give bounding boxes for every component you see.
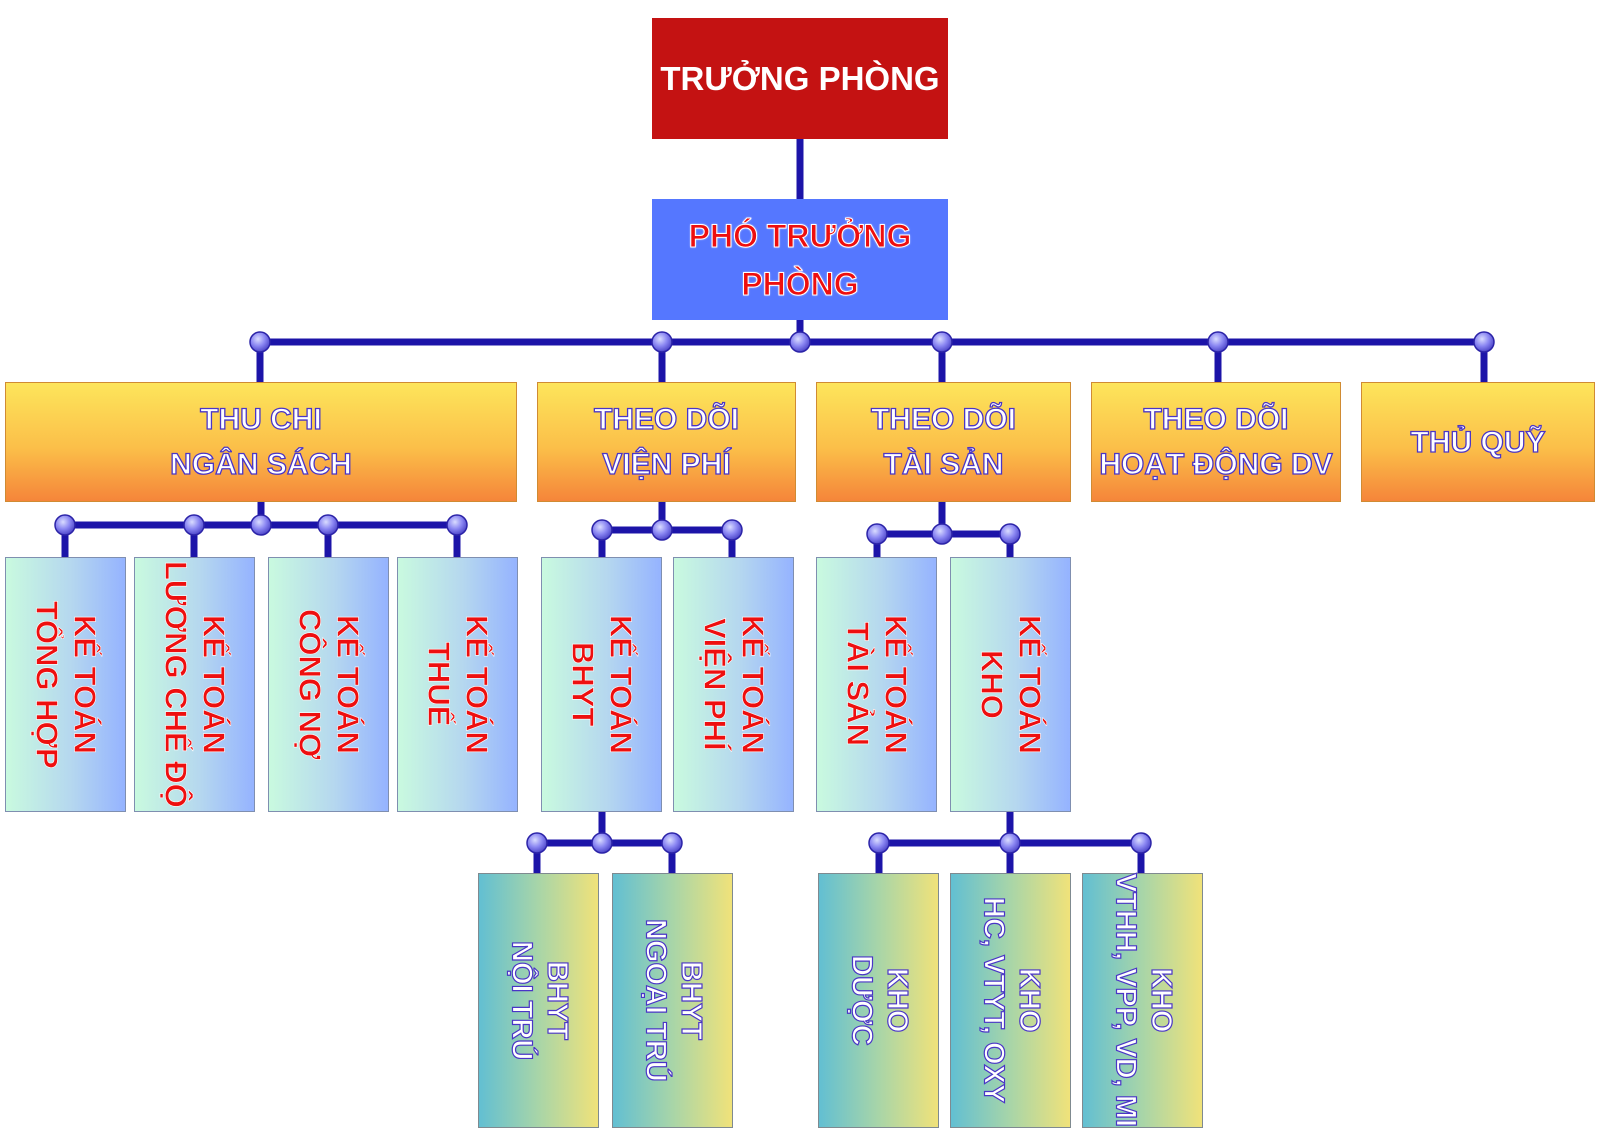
group-box-vien-phi: THEO DÕI VIỆN PHÍ [537, 382, 796, 502]
leaf-label-line2: NGOẠI TRÚ [639, 919, 672, 1083]
connector-node [789, 331, 811, 353]
head-label: TRƯỞNG PHÒNG [660, 59, 940, 97]
unit-box-bhyt: KẾ TOÁN BHYT [541, 557, 662, 812]
connector-node [1130, 832, 1152, 854]
connector-node [651, 331, 673, 353]
connector-node [54, 514, 76, 536]
leaf-box-noi-tru: BHYT NỘI TRÚ [478, 873, 599, 1128]
connector-node [999, 832, 1021, 854]
connector-node [526, 832, 548, 854]
unit-label-line1: KẾ TOÁN [459, 615, 495, 755]
connector-node [249, 331, 271, 353]
group-label-line2: TÀI SẢN [883, 447, 1004, 481]
leaf-label-line2: VTHH, VPP, VD, MI [1109, 873, 1142, 1128]
connector-node [317, 514, 339, 536]
leaf-label-line2: NỘI TRÚ [505, 940, 538, 1061]
group-box-thu-chi: THU CHI NGÂN SÁCH [5, 382, 517, 502]
group-label-line2: VIỆN PHÍ [602, 447, 732, 481]
connector-node [868, 832, 890, 854]
unit-label-line2: THUẾ [421, 642, 457, 727]
leaf-label-line2: DƯỢC [845, 955, 878, 1047]
unit-label-line2: TÀI SẢN [840, 622, 876, 747]
connector-node [1473, 331, 1495, 353]
unit-label-line2: BHYT [565, 642, 601, 727]
connector-node [866, 523, 888, 545]
connector-node [591, 519, 613, 541]
group-label-line2: HOẠT ĐỘNG DV [1099, 447, 1334, 481]
deputy-label-line1: PHÓ TRƯỞNG [688, 217, 912, 254]
group-label-line1: THEO DÕI [1143, 402, 1289, 436]
unit-box-luong-che-do: KẾ TOÁN LƯƠNG CHẾ ĐỘ [134, 557, 255, 812]
group-label-line1: THEO DÕI [870, 402, 1016, 436]
connector-node [661, 832, 683, 854]
unit-label-line1: KẾ TOÁN [878, 615, 914, 755]
connector-node [999, 523, 1021, 545]
unit-label-line1: KẾ TOÁN [196, 615, 232, 755]
group-label-line2: NGÂN SÁCH [170, 447, 353, 481]
leaf-box-ngoai-tru: BHYT NGOẠI TRÚ [612, 873, 733, 1128]
unit-box-cong-no: KẾ TOÁN CÔNG NỢ [268, 557, 389, 812]
unit-label-line2: TỔNG HỢP [29, 600, 65, 769]
group-box-hoat-dong-dv: THEO DÕI HOẠT ĐỘNG DV [1091, 382, 1341, 502]
unit-box-tong-hop: KẾ TOÁN TỔNG HỢP [5, 557, 126, 812]
connector-node [931, 331, 953, 353]
group-label-line1: THEO DÕI [593, 402, 739, 436]
leaf-label-line1: BHYT [674, 960, 707, 1040]
connector-nodes [54, 331, 1495, 854]
unit-label-line1: KẾ TOÁN [735, 615, 771, 755]
leaf-box-kho-vthh: KHO VTHH, VPP, VD, MI [1082, 873, 1203, 1128]
unit-label-line2: VIỆN PHÍ [697, 618, 733, 751]
unit-label-line1: KẾ TOÁN [67, 615, 103, 755]
head-box: TRƯỞNG PHÒNG [652, 18, 948, 139]
group-label-line1: THU CHI [200, 402, 323, 436]
unit-box-tai-san: KẾ TOÁN TÀI SẢN [816, 557, 937, 812]
unit-label-line1: KẾ TOÁN [1012, 615, 1048, 755]
connector-node [250, 514, 272, 536]
group-label-line1: THỦ QUỸ [1410, 425, 1546, 459]
deputy-label-line2: PHÒNG [741, 265, 859, 302]
group-box-thu-quy: THỦ QUỸ [1361, 382, 1595, 502]
leaf-box-kho-hc: KHO HC, VTYT, OXY [950, 873, 1071, 1128]
connector-node [183, 514, 205, 536]
connector-node [1207, 331, 1229, 353]
unit-label-line2: CÔNG NỢ [292, 609, 328, 760]
leaf-box-kho-duoc: KHO DƯỢC [818, 873, 939, 1128]
connector-node [446, 514, 468, 536]
leaf-label-line1: KHO [1144, 968, 1177, 1034]
unit-label-line2: KHO [974, 650, 1010, 719]
unit-box-kho: KẾ TOÁN KHO [950, 557, 1071, 812]
unit-label-line2: LƯƠNG CHẾ ĐỘ [158, 561, 194, 808]
connector-node [651, 519, 673, 541]
unit-label-line1: KẾ TOÁN [603, 615, 639, 755]
connector-node [721, 519, 743, 541]
leaf-label-line1: KHO [880, 968, 913, 1034]
leaf-label-line1: BHYT [540, 960, 573, 1040]
unit-box-thue: KẾ TOÁN THUẾ [397, 557, 518, 812]
group-box-tai-san: THEO DÕI TÀI SẢN [816, 382, 1071, 502]
leaf-label-line1: KHO [1012, 968, 1045, 1034]
leaf-label-line2: HC, VTYT, OXY [977, 897, 1010, 1104]
connector-node [931, 523, 953, 545]
unit-label-line1: KẾ TOÁN [330, 615, 366, 755]
unit-box-vien-phi: KẾ TOÁN VIỆN PHÍ [673, 557, 794, 812]
deputy-box: PHÓ TRƯỞNG PHÒNG [652, 199, 948, 320]
connector-node [591, 832, 613, 854]
